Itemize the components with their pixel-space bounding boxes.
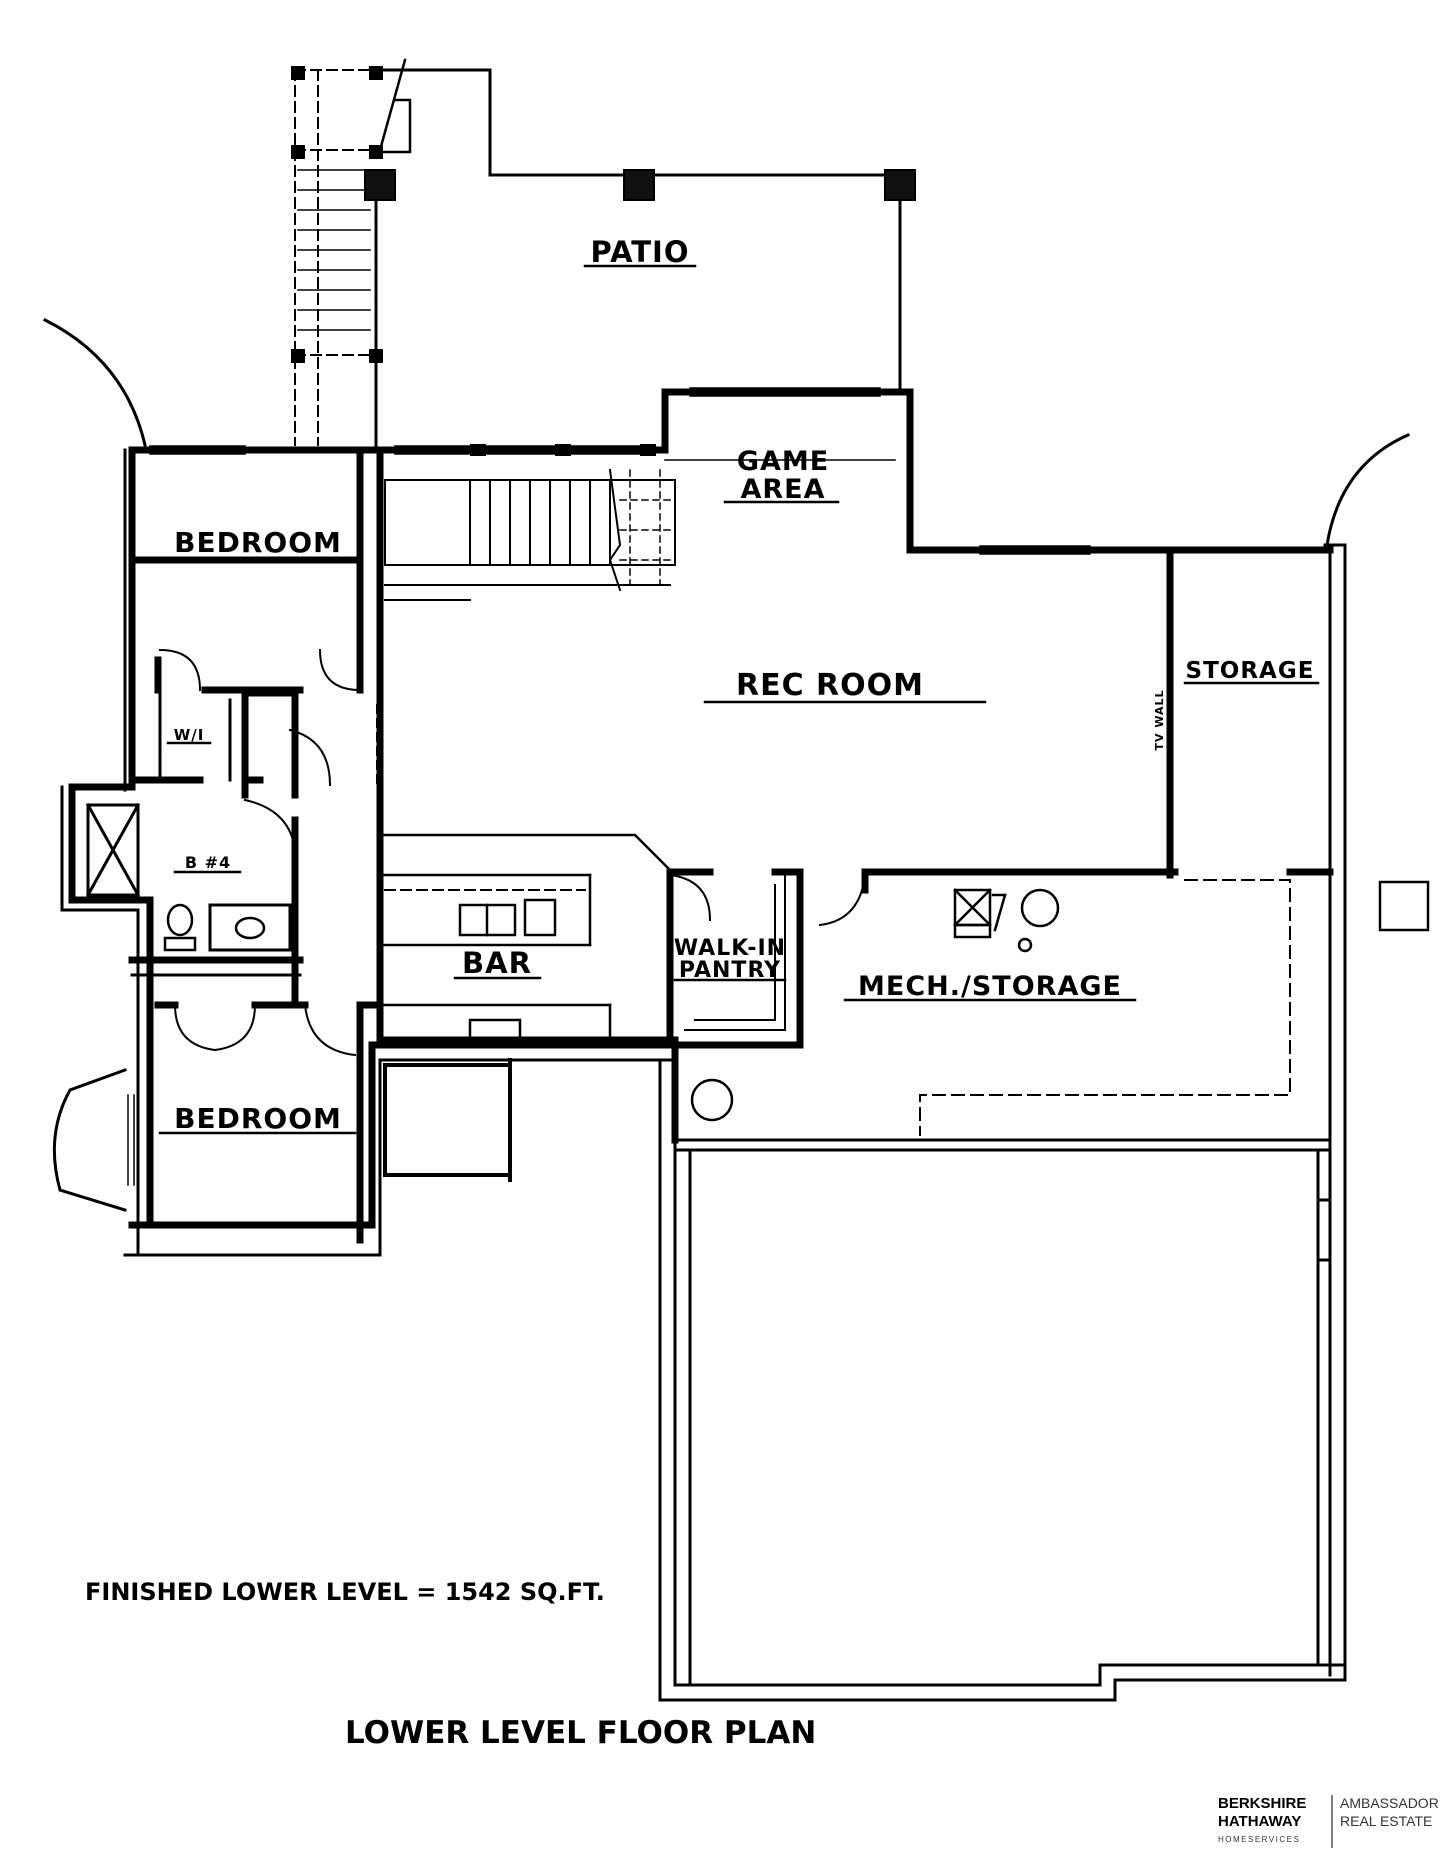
brand-logo: BERKSHIRE HATHAWAY HOMESERVICES AMBASSAD… xyxy=(1218,1795,1439,1848)
bath-counter xyxy=(130,678,302,977)
crawlspace-box xyxy=(383,1058,512,1182)
plan-title: LOWER LEVEL FLOOR PLAN xyxy=(345,1715,816,1751)
bedroom-bottom-label: BEDROOM xyxy=(174,1102,342,1135)
exterior-wall-doubles xyxy=(60,448,677,1257)
mech-storage-label: MECH./STORAGE xyxy=(858,971,1122,1002)
patio-posts xyxy=(291,66,916,363)
bar-counter xyxy=(378,833,672,1047)
tv-wall-label: TV WALL xyxy=(1153,689,1166,750)
brand-line4: AMBASSADOR xyxy=(1340,1795,1439,1811)
pantry-label-line1: WALK-IN xyxy=(674,936,786,961)
stair-dashed xyxy=(619,469,671,586)
finished-area-note: FINISHED LOWER LEVEL = 1542 SQ.FT. xyxy=(85,1578,605,1606)
windows xyxy=(127,387,1091,1186)
storage-label: STORAGE xyxy=(1186,658,1315,684)
bath-fixtures xyxy=(163,903,266,952)
exterior-walls xyxy=(68,388,1174,1229)
exterior-door-swing-left xyxy=(42,317,147,447)
pantry-inner-walls xyxy=(684,874,786,1031)
patio-gate xyxy=(378,58,412,154)
mech-equipment xyxy=(690,880,1430,1122)
brand-line1: BERKSHIRE xyxy=(1218,1795,1306,1812)
deck-treads xyxy=(297,169,371,331)
rec-room-label: REC ROOM xyxy=(736,668,924,703)
garage-walls xyxy=(658,543,1347,1702)
label-underlines xyxy=(158,264,1320,1135)
game-area-label-line2: AREA xyxy=(740,474,825,505)
bar-label: BAR xyxy=(462,946,532,980)
patio-label: PATIO xyxy=(590,235,689,269)
game-area-label-line1: GAME xyxy=(737,446,829,477)
interior-door-swings xyxy=(158,648,867,1057)
bay-window xyxy=(52,1068,127,1212)
interior-stairs xyxy=(384,468,676,601)
storage-walls xyxy=(861,546,1334,876)
brand-line2: HATHAWAY xyxy=(1218,1813,1301,1830)
exterior-door-swing-right xyxy=(1325,433,1410,547)
bedroom-top-label: BEDROOM xyxy=(174,526,342,559)
mech-dashed-storage xyxy=(919,879,1291,1136)
deck-stairs xyxy=(294,69,377,446)
fireplace-box xyxy=(85,802,141,898)
brand-line3: HOMESERVICES xyxy=(1218,1835,1300,1844)
pantry-label-line2: PANTRY xyxy=(679,958,781,983)
brand-line5: REAL ESTATE xyxy=(1340,1813,1432,1829)
bath-label: B #4 xyxy=(185,853,231,872)
patio-outline xyxy=(374,68,902,452)
bedroom-wing-walls xyxy=(128,446,384,1244)
walk-in-closet-label: W/I xyxy=(174,726,205,744)
window-blocks xyxy=(470,444,656,456)
